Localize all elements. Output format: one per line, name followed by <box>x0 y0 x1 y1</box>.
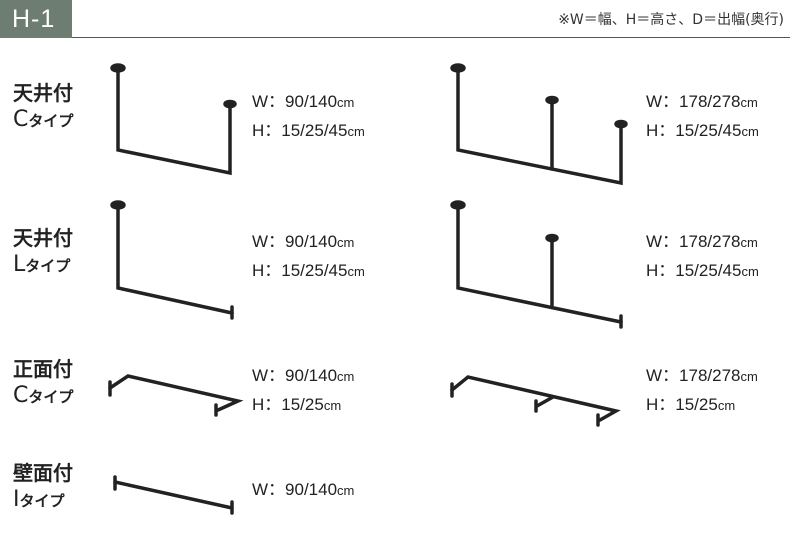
spec-ceiling-c-large: W：178/278cm H：15/25/45cm <box>646 88 759 146</box>
height-spec: H：15/25/45 <box>646 261 742 280</box>
spec-wall-i: W：90/140cm <box>252 476 354 505</box>
type-suffix: タイプ <box>28 388 74 406</box>
unit: cm <box>337 95 355 110</box>
unit: cm <box>741 264 759 279</box>
unit: cm <box>323 398 342 413</box>
unit: cm <box>347 264 365 279</box>
height-spec: H：15/25/45 <box>252 121 348 140</box>
mount-label: 正面付 <box>13 357 73 381</box>
unit: cm <box>740 235 758 250</box>
unit: cm <box>337 369 355 384</box>
type-suffix: タイプ <box>19 492 65 510</box>
spec-ceiling-c-small: W：90/140cm H：15/25/45cm <box>252 88 365 146</box>
mount-label: 壁面付 <box>13 461 73 485</box>
unit: cm <box>337 235 355 250</box>
height-spec: H：15/25/45 <box>646 121 742 140</box>
ceiling-c-large-illustration <box>450 63 628 186</box>
spec-ceiling-l-small: W：90/140cm H：15/25/45cm <box>252 228 365 286</box>
front-c-small-illustration <box>108 374 244 417</box>
type-label-front-c: 正面付 Cタイプ <box>13 356 73 410</box>
width-spec: W：178/278 <box>646 92 741 111</box>
width-spec: W：90/140 <box>252 92 338 111</box>
type-label-ceiling-c: 天井付 Cタイプ <box>13 80 73 134</box>
unit: cm <box>717 398 736 413</box>
front-c-large-illustration <box>450 375 621 427</box>
type-suffix: タイプ <box>28 112 74 130</box>
header-divider <box>72 37 790 38</box>
type-letter: I <box>13 487 20 512</box>
mount-label: 天井付 <box>13 226 73 250</box>
wall-i-illustration <box>113 475 234 515</box>
unit: cm <box>741 124 759 139</box>
legend-note: ※W＝幅、H＝高さ、D＝出幅(奥行) <box>558 12 784 28</box>
width-spec: W：90/140 <box>252 366 338 385</box>
spec-front-c-small: W：90/140cm H：15/25cm <box>252 362 354 420</box>
mount-label: 天井付 <box>13 81 73 105</box>
spec-front-c-large: W：178/278cm H：15/25cm <box>646 362 758 420</box>
unit: cm <box>347 124 365 139</box>
type-label-ceiling-l: 天井付 Lタイプ <box>13 225 73 279</box>
unit: cm <box>740 369 758 384</box>
ceiling-l-small-illustration <box>110 200 234 320</box>
ceiling-c-small-illustration <box>110 63 237 176</box>
type-label-wall-i: 壁面付 Iタイプ <box>13 460 73 514</box>
unit: cm <box>337 483 355 498</box>
section-badge: H-1 <box>0 0 72 38</box>
width-spec: W：178/278 <box>646 232 741 251</box>
spec-ceiling-l-large: W：178/278cm H：15/25/45cm <box>646 228 759 286</box>
type-letter: C <box>13 383 29 408</box>
height-spec: H：15/25 <box>252 395 324 414</box>
height-spec: H：15/25/45 <box>252 261 348 280</box>
height-spec: H：15/25 <box>646 395 718 414</box>
width-spec: W：90/140 <box>252 480 338 499</box>
unit: cm <box>740 95 758 110</box>
width-spec: W：178/278 <box>646 366 741 385</box>
type-suffix: タイプ <box>25 257 71 275</box>
width-spec: W：90/140 <box>252 232 338 251</box>
ceiling-l-large-illustration <box>450 200 623 329</box>
type-letter: L <box>13 252 26 277</box>
type-letter: C <box>13 107 29 132</box>
